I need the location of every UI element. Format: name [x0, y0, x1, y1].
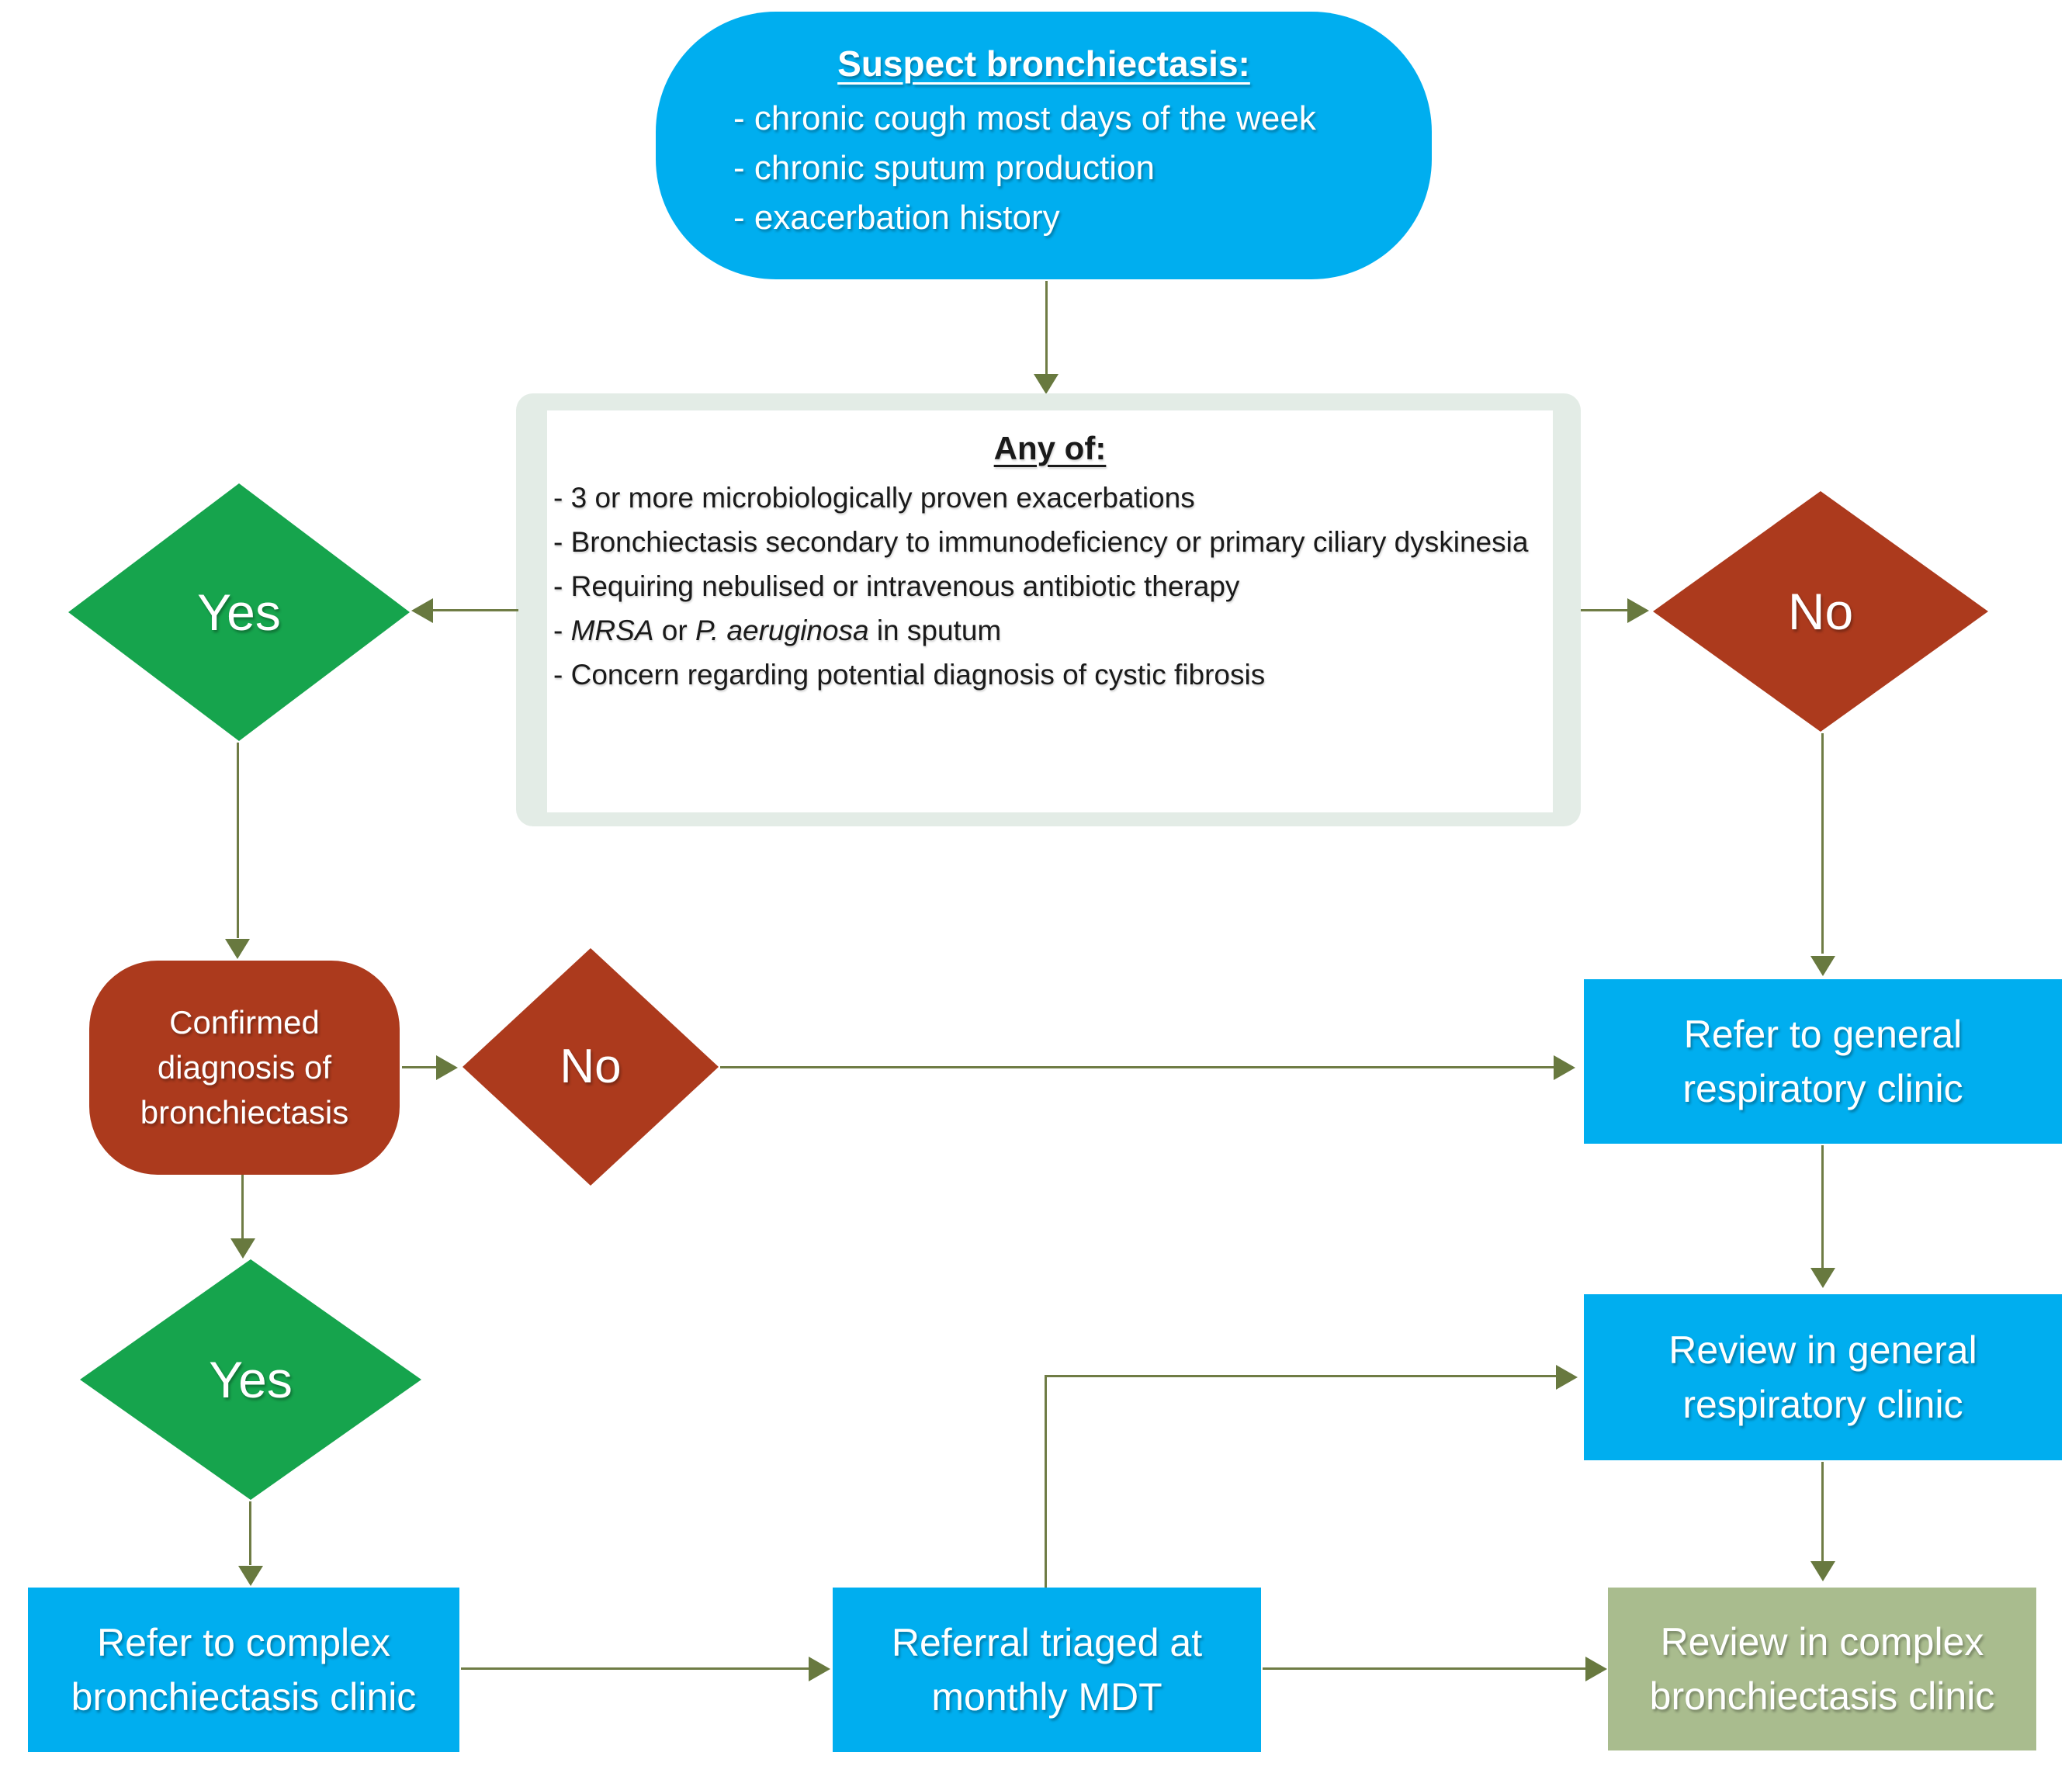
decision-yes-top: Yes	[68, 483, 410, 741]
decision-yes-confirmed: Yes	[80, 1259, 421, 1500]
criteria-title: Any of:	[993, 430, 1107, 466]
arrow-confirmed-to-no-head	[436, 1055, 458, 1080]
arrow-review-general-to-complex-head	[1810, 1561, 1835, 1581]
arrow-suspect-to-criteria-head	[1034, 374, 1059, 394]
bullet-line: - chronic cough most days of the week	[733, 99, 1316, 137]
node-criteria-any-of: Any of: - 3 or more microbiologically pr…	[516, 393, 1581, 826]
arrow-criteria-to-no-head	[1627, 598, 1649, 623]
decision-no-confirmed-label: No	[560, 1040, 622, 1093]
node-mdt-triage: Referral triaged at monthly MDT	[833, 1588, 1261, 1752]
node-confirmed-diagnosis: Confirmed diagnosis of bronchiectasis	[89, 961, 400, 1175]
decision-no-top: No	[1653, 491, 1988, 732]
mdt-label: Referral triaged at monthly MDT	[891, 1621, 1203, 1719]
arrow-no-to-refer-general-line	[720, 1066, 1555, 1068]
arrow-mdt-to-review-complex-line	[1263, 1667, 1585, 1670]
node-suspect-bronchiectasis: Suspect bronchiectasis: - chronic cough …	[656, 12, 1432, 279]
review-complex-label: Review in complex bronchiectasis clinic	[1649, 1620, 1995, 1718]
arrow-mdt-to-review-complex-head	[1585, 1657, 1607, 1681]
connector-mdt-to-review-general-head	[1556, 1365, 1578, 1390]
arrow-suspect-to-criteria-line	[1045, 281, 1048, 376]
arrow-no-top-to-refer-general-head	[1810, 956, 1835, 976]
decision-no-confirmed: No	[463, 948, 719, 1186]
arrow-review-general-to-complex-line	[1821, 1462, 1824, 1561]
bullet-line: - MRSA or P. aeruginosa in sputum	[553, 615, 1002, 646]
arrow-yes-to-refer-complex-line	[249, 1501, 251, 1565]
arrow-confirmed-to-yes-head	[230, 1238, 255, 1259]
review-general-label: Review in general respiratory clinic	[1668, 1328, 1977, 1426]
arrow-yes-to-refer-complex-head	[238, 1566, 263, 1586]
refer-complex-label: Refer to complex bronchiectasis clinic	[71, 1621, 417, 1719]
arrow-refer-to-review-general-head	[1810, 1268, 1835, 1288]
node-review-general-clinic: Review in general respiratory clinic	[1584, 1294, 2062, 1460]
bullet-line: - Bronchiectasis secondary to immunodefi…	[553, 526, 1529, 558]
arrow-no-top-to-refer-general-line	[1821, 733, 1824, 954]
criteria-bullet-list: - 3 or more microbiologically proven exa…	[547, 476, 1553, 697]
arrow-confirmed-to-no-line	[402, 1066, 438, 1068]
decision-no-top-label: No	[1787, 583, 1854, 640]
suspect-title: Suspect bronchiectasis:	[837, 43, 1250, 84]
suspect-bullet-list: - chronic cough most days of the week - c…	[656, 94, 1432, 243]
arrow-criteria-to-yes-head	[411, 598, 433, 623]
refer-general-label: Refer to general respiratory clinic	[1682, 1013, 1963, 1110]
bullet-line: - 3 or more microbiologically proven exa…	[553, 482, 1195, 514]
arrow-criteria-to-yes-line	[431, 609, 518, 611]
arrow-yes-to-confirmed-head	[225, 939, 250, 959]
connector-mdt-to-review-general-vline	[1045, 1375, 1047, 1588]
connector-mdt-to-review-general-hline	[1045, 1375, 1557, 1377]
arrow-confirmed-to-yes-line	[241, 1175, 244, 1238]
arrow-no-to-refer-general-head	[1554, 1055, 1575, 1080]
arrow-yes-to-confirmed-line	[237, 743, 239, 938]
confirmed-label: Confirmed diagnosis of bronchiectasis	[140, 1004, 349, 1131]
arrow-refer-to-review-general-line	[1821, 1145, 1824, 1268]
arrow-refer-complex-to-mdt-line	[461, 1667, 809, 1670]
node-refer-complex-clinic: Refer to complex bronchiectasis clinic	[28, 1588, 459, 1752]
decision-yes-top-label: Yes	[197, 583, 281, 641]
bullet-line: - Requiring nebulised or intravenous ant…	[553, 570, 1240, 602]
node-review-complex-clinic: Review in complex bronchiectasis clinic	[1608, 1588, 2036, 1750]
arrow-refer-complex-to-mdt-head	[809, 1657, 830, 1681]
bullet-line: - exacerbation history	[733, 199, 1060, 237]
decision-yes-confirmed-label: Yes	[209, 1351, 293, 1408]
bullet-line: - chronic sputum production	[733, 149, 1155, 187]
arrow-criteria-to-no-line	[1581, 609, 1629, 611]
node-refer-general-clinic: Refer to general respiratory clinic	[1584, 979, 2062, 1144]
bullet-line: - Concern regarding potential diagnosis …	[553, 659, 1266, 691]
